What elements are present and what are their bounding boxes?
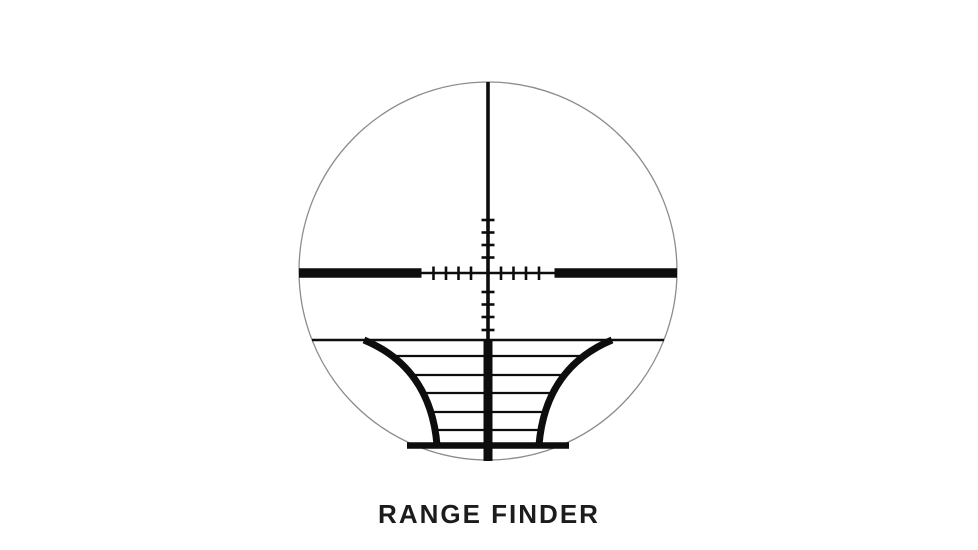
right-bracket-curve bbox=[535, 336, 614, 446]
caption: RANGE FINDER bbox=[378, 499, 600, 529]
horizontal-mil-ticks bbox=[432, 266, 541, 280]
left-bracket-curve bbox=[362, 336, 441, 446]
vertical-mil-ticks bbox=[481, 218, 495, 332]
